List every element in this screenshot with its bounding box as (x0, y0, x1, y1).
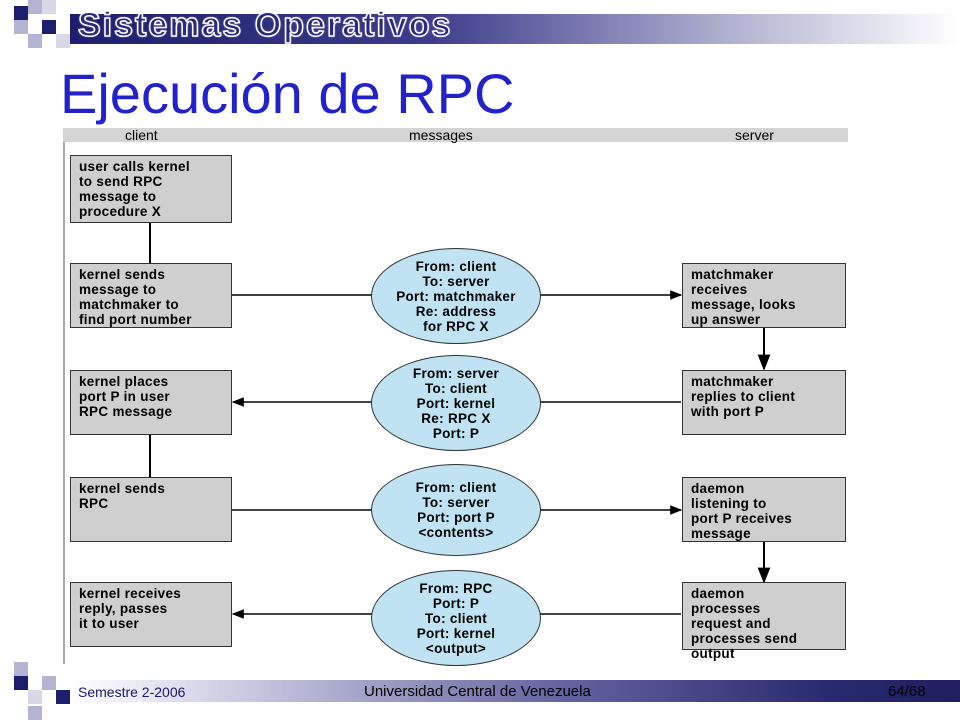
figure-header-band (63, 128, 848, 142)
message-ellipse-request-address: From: client To: server Port: matchmaker… (371, 248, 541, 344)
decor-square (42, 20, 56, 34)
client-box-send-rpc: kernel sends RPC (70, 477, 232, 542)
decor-square (28, 34, 42, 48)
decor-square (28, 690, 42, 704)
decor-square (28, 0, 42, 14)
decor-square (28, 706, 42, 720)
footer-university: Universidad Central de Venezuela (364, 683, 591, 700)
client-box-send-to-matchmaker: kernel sends message to matchmaker to fi… (70, 263, 232, 328)
decor-square (14, 20, 28, 34)
figure-left-rule (63, 142, 65, 664)
decor-square (56, 690, 70, 704)
client-box-receive-reply: kernel receives reply, passes it to user (70, 582, 232, 647)
message-ellipse-reply-port: From: server To: client Port: kernel Re:… (371, 355, 541, 451)
footer-page-number: 64/68 (888, 683, 926, 700)
server-box-matchmaker-replies: matchmaker replies to client with port P (682, 370, 846, 435)
header-bar (70, 14, 960, 44)
decor-square (42, 0, 56, 14)
decor-square (42, 676, 56, 690)
course-title: Sistemas Operativos (77, 5, 453, 45)
server-box-matchmaker-receives: matchmaker receives message, looks up an… (682, 263, 846, 328)
decor-square (14, 662, 28, 676)
decor-square (56, 34, 70, 48)
decor-square (14, 676, 28, 690)
server-box-daemon-processes: daemon processes request and processes s… (682, 582, 846, 661)
column-label-messages: messages (409, 127, 473, 143)
server-box-daemon-listening: daemon listening to port P receives mess… (682, 477, 846, 542)
column-label-server: server (735, 127, 774, 143)
client-box-place-port: kernel places port P in user RPC message (70, 370, 232, 435)
footer-bar (70, 680, 960, 702)
column-label-client: client (125, 127, 158, 143)
client-box-call: user calls kernel to send RPC message to… (70, 155, 232, 223)
message-ellipse-output: From: RPC Port: P To: client Port: kerne… (371, 570, 541, 666)
slide-title: Ejecución de RPC (60, 62, 515, 125)
footer-semester: Semestre 2-2006 (78, 684, 186, 700)
decor-square (14, 6, 28, 20)
message-ellipse-rpc-call: From: client To: server Port: port P <co… (371, 464, 541, 556)
